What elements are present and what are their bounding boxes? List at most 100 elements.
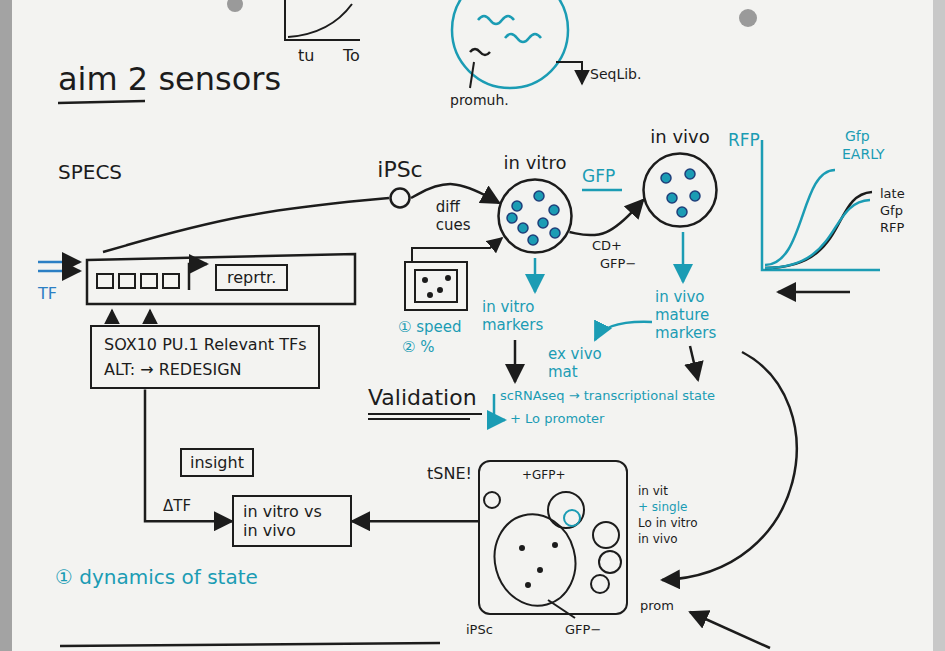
culture-circle-outline bbox=[512, 201, 522, 211]
board-frame bbox=[933, 0, 945, 651]
tsne-plot: tSNE! bbox=[478, 460, 628, 615]
connector bbox=[352, 520, 478, 523]
image-thumbnail bbox=[438, 288, 442, 292]
annotation: tu bbox=[298, 46, 314, 65]
flow-curves bbox=[662, 352, 797, 580]
tsne-clusters bbox=[553, 543, 557, 547]
underline bbox=[58, 101, 145, 103]
construct-outline bbox=[97, 274, 113, 288]
time-course-chart bbox=[762, 140, 880, 292]
reporter-construct: reprtr. bbox=[85, 250, 357, 306]
mini-chart bbox=[288, 4, 352, 37]
underline bbox=[368, 418, 470, 420]
culture-circle-outline bbox=[661, 173, 671, 183]
construct-outline bbox=[189, 264, 207, 290]
underline bbox=[582, 189, 622, 192]
title: aim 2 sensors bbox=[58, 60, 281, 98]
tf-box: SOX10 PU.1 Relevant TFsALT: → REDESIGN bbox=[90, 325, 320, 389]
marker-arrows bbox=[595, 322, 652, 340]
node-text: in vivo bbox=[650, 126, 709, 148]
image-thumbnail bbox=[405, 262, 467, 310]
tsne-clusters bbox=[564, 510, 580, 526]
image-thumbnail bbox=[428, 293, 432, 297]
tf-input-arrows bbox=[38, 262, 80, 271]
connector bbox=[569, 200, 643, 235]
node-text: iPSc bbox=[377, 157, 422, 183]
tsne-clusters bbox=[548, 492, 584, 528]
cell-circle-outline bbox=[391, 189, 410, 208]
construct-outline bbox=[85, 250, 357, 306]
annotation: +GFP+ bbox=[522, 468, 566, 482]
image-thumbnail bbox=[446, 276, 450, 280]
annotation: GFP− bbox=[565, 622, 601, 638]
leader-line bbox=[470, 62, 474, 88]
node-text: reprtr. bbox=[215, 264, 288, 291]
annotation: promuh. bbox=[450, 92, 509, 109]
magnet bbox=[739, 9, 757, 27]
mini-chart bbox=[285, 0, 360, 40]
construct-outline bbox=[87, 254, 355, 304]
tf-input-arrows bbox=[38, 270, 80, 273]
tsne-clusters bbox=[538, 568, 542, 572]
annotation: Gfp bbox=[880, 203, 903, 219]
culture-circle-outline bbox=[497, 178, 573, 254]
arrow bbox=[556, 62, 582, 84]
promoter-library-circle bbox=[470, 49, 490, 55]
culture-circle-outline bbox=[528, 235, 538, 245]
promoter-library-circle bbox=[505, 34, 541, 42]
marker-arrows bbox=[690, 346, 698, 380]
annotation: RFP bbox=[728, 130, 760, 150]
underline bbox=[368, 413, 482, 415]
board-frame bbox=[0, 0, 12, 651]
annotation: Lo in vitro bbox=[638, 516, 698, 530]
annotation: To bbox=[343, 46, 360, 65]
tsne-clusters bbox=[599, 551, 621, 573]
mini-chart bbox=[285, 0, 360, 40]
annotation: prom bbox=[640, 598, 674, 614]
flow-curves bbox=[60, 643, 440, 646]
connector bbox=[103, 198, 389, 252]
annotation: ② % bbox=[402, 338, 434, 356]
annotation: + Lo promoter bbox=[510, 411, 604, 427]
culture-circle-outline bbox=[534, 191, 544, 201]
annotation: in vivo mature markers bbox=[655, 288, 727, 342]
annotation: ① speed bbox=[398, 318, 462, 336]
tsne-clusters bbox=[526, 583, 530, 587]
annotation: scRNAseq → transcriptional state bbox=[500, 388, 715, 404]
binding-arrows bbox=[112, 310, 150, 323]
node-text: tSNE! bbox=[427, 464, 472, 483]
binding-arrows bbox=[111, 310, 113, 323]
annotation: in vit bbox=[638, 484, 668, 498]
edge-label: ΔTF bbox=[163, 497, 191, 515]
tsne-clusters bbox=[548, 600, 575, 618]
binding-arrows bbox=[149, 310, 151, 323]
annotation: Validation bbox=[368, 385, 477, 411]
annotation: Gfp bbox=[845, 128, 870, 145]
tf-input-arrows bbox=[38, 261, 80, 264]
promoter-library-circle bbox=[452, 0, 568, 88]
flow-curves bbox=[690, 612, 770, 648]
promoter-library-circle bbox=[452, 0, 568, 88]
annotation: SeqLib. bbox=[590, 66, 641, 83]
time-course-chart bbox=[765, 200, 870, 268]
annotation: SPECS bbox=[58, 160, 122, 184]
marker-arrows bbox=[682, 232, 685, 282]
underline bbox=[368, 414, 482, 419]
culture-circle: in vitro bbox=[497, 178, 573, 254]
culture-circle-outline bbox=[677, 207, 687, 217]
magnet bbox=[227, 0, 243, 12]
insight-box: insight bbox=[180, 448, 254, 477]
annotation: late bbox=[880, 186, 905, 202]
culture-circle-outline bbox=[549, 205, 559, 215]
annotation: in vivo bbox=[638, 532, 678, 546]
annotation: RFP bbox=[880, 220, 904, 236]
comparison-box: in vitro vs in vivo bbox=[232, 495, 352, 547]
flow-curves bbox=[60, 352, 797, 648]
construct-outline bbox=[163, 274, 179, 288]
time-course-chart bbox=[765, 192, 872, 268]
marker-arrows bbox=[514, 340, 517, 382]
image-thumbnail bbox=[412, 238, 502, 262]
annotation: EARLY bbox=[842, 146, 885, 163]
node-text: SOX10 PU.1 Relevant TFs bbox=[104, 335, 306, 354]
